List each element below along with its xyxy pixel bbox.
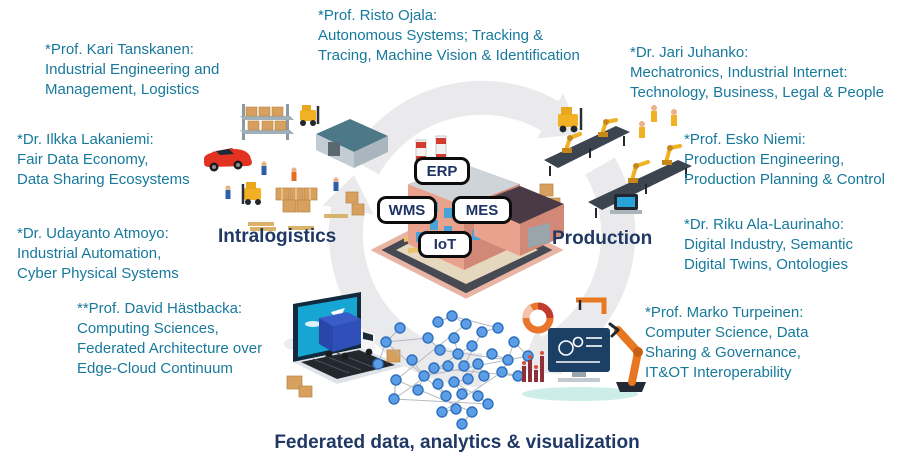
wms-label: WMS [377, 196, 437, 224]
expert-specialty-line: Production Engineering, [684, 151, 845, 168]
expert-name: *Dr. Ilkka Lakaniemi: [17, 131, 154, 148]
expert-specialty-line: Production Planning & Control [684, 171, 885, 188]
expert-name: *Dr. Udayanto Atmoyo: [17, 225, 169, 242]
expert-note-marko-turpeinen: *Prof. Marko Turpeinen: Computer Science… [645, 303, 808, 383]
expert-specialty-line: Mechatronics, Industrial Internet: [630, 64, 848, 81]
wms-text: WMS [388, 201, 426, 219]
expert-specialty-line: Digital Twins, Ontologies [684, 256, 848, 273]
expert-specialty-line: Digital Industry, Semantic [684, 236, 853, 253]
expert-specialty-line: Industrial Automation, [17, 245, 162, 262]
warehouse-illustration [204, 104, 388, 231]
expert-specialty-line: IT&OT Interoperability [645, 364, 792, 381]
erp-text: ERP [426, 162, 458, 180]
federated-data-title: Federated data, analytics & visualizatio… [274, 432, 640, 453]
mes-text: MES [465, 201, 499, 219]
expert-note-ilkka-lakaniemi: *Dr. Ilkka Lakaniemi: Fair Data Economy,… [17, 130, 190, 190]
expert-specialty-line: Data Sharing Ecosystems [17, 171, 190, 188]
production-illustration [539, 105, 692, 218]
mes-label: MES [452, 196, 512, 224]
intralogistics-label: Intralogistics [218, 226, 337, 247]
expert-specialty-line: Tracing, Machine Vision & Identification [318, 47, 580, 64]
expert-specialty-line: Autonomous Systems; Tracking & [318, 27, 544, 44]
expert-specialty-line: Technology, Business, Legal & People [630, 84, 885, 101]
expert-note-esko-niemi: *Prof. Esko Niemi: Production Engineerin… [684, 130, 885, 190]
expert-specialty-line: Sharing & Governance, [645, 344, 801, 361]
expert-specialty-line: Edge-Cloud Continuum [77, 360, 233, 377]
expert-name: *Prof. Kari Tanskanen: [45, 41, 194, 58]
expert-name: *Dr. Riku Ala-Laurinaho: [684, 216, 845, 233]
expert-specialty-line: Industrial Engineering and [45, 61, 220, 78]
expert-specialty-line: Management, Logistics [45, 81, 200, 98]
expert-specialty-line: Computing Sciences, [77, 320, 219, 337]
expert-note-jari-juhanko: *Dr. Jari Juhanko: Mechatronics, Industr… [630, 43, 884, 103]
expert-name: **Prof. David Hästbacka: [77, 300, 243, 317]
expert-name: *Prof. Marko Turpeinen: [645, 304, 804, 321]
expert-name: *Dr. Jari Juhanko: [630, 44, 749, 61]
expert-specialty-line: Fair Data Economy, [17, 151, 149, 168]
expert-specialty-line: Computer Science, Data [645, 324, 809, 341]
expert-note-david-hastbacka: **Prof. David Hästbacka: Computing Scien… [77, 299, 262, 379]
expert-specialty-line: Cyber Physical Systems [17, 265, 179, 282]
laptop-truck-illustration [284, 292, 405, 398]
iot-label: IoT [418, 231, 472, 258]
expert-note-udayanto-atmoyo: *Dr. Udayanto Atmoyo: Industrial Automat… [17, 224, 179, 284]
expert-name: *Prof. Esko Niemi: [684, 131, 806, 148]
expert-specialty-line: Federated Architecture over [77, 340, 263, 357]
expert-note-kari-tanskanen: *Prof. Kari Tanskanen: Industrial Engine… [45, 40, 219, 100]
network-graph-illustration [372, 310, 534, 430]
iot-text: IoT [433, 236, 457, 253]
expert-note-riku-ala-laurinaho: *Dr. Riku Ala-Laurinaho: Digital Industr… [684, 215, 853, 275]
production-label: Production [552, 228, 653, 249]
erp-label: ERP [414, 157, 470, 185]
expert-name: *Prof. Risto Ojala: [318, 7, 438, 24]
analytics-robot-illustration [522, 297, 646, 401]
expert-note-risto-ojala: *Prof. Risto Ojala: Autonomous Systems; … [318, 6, 580, 66]
